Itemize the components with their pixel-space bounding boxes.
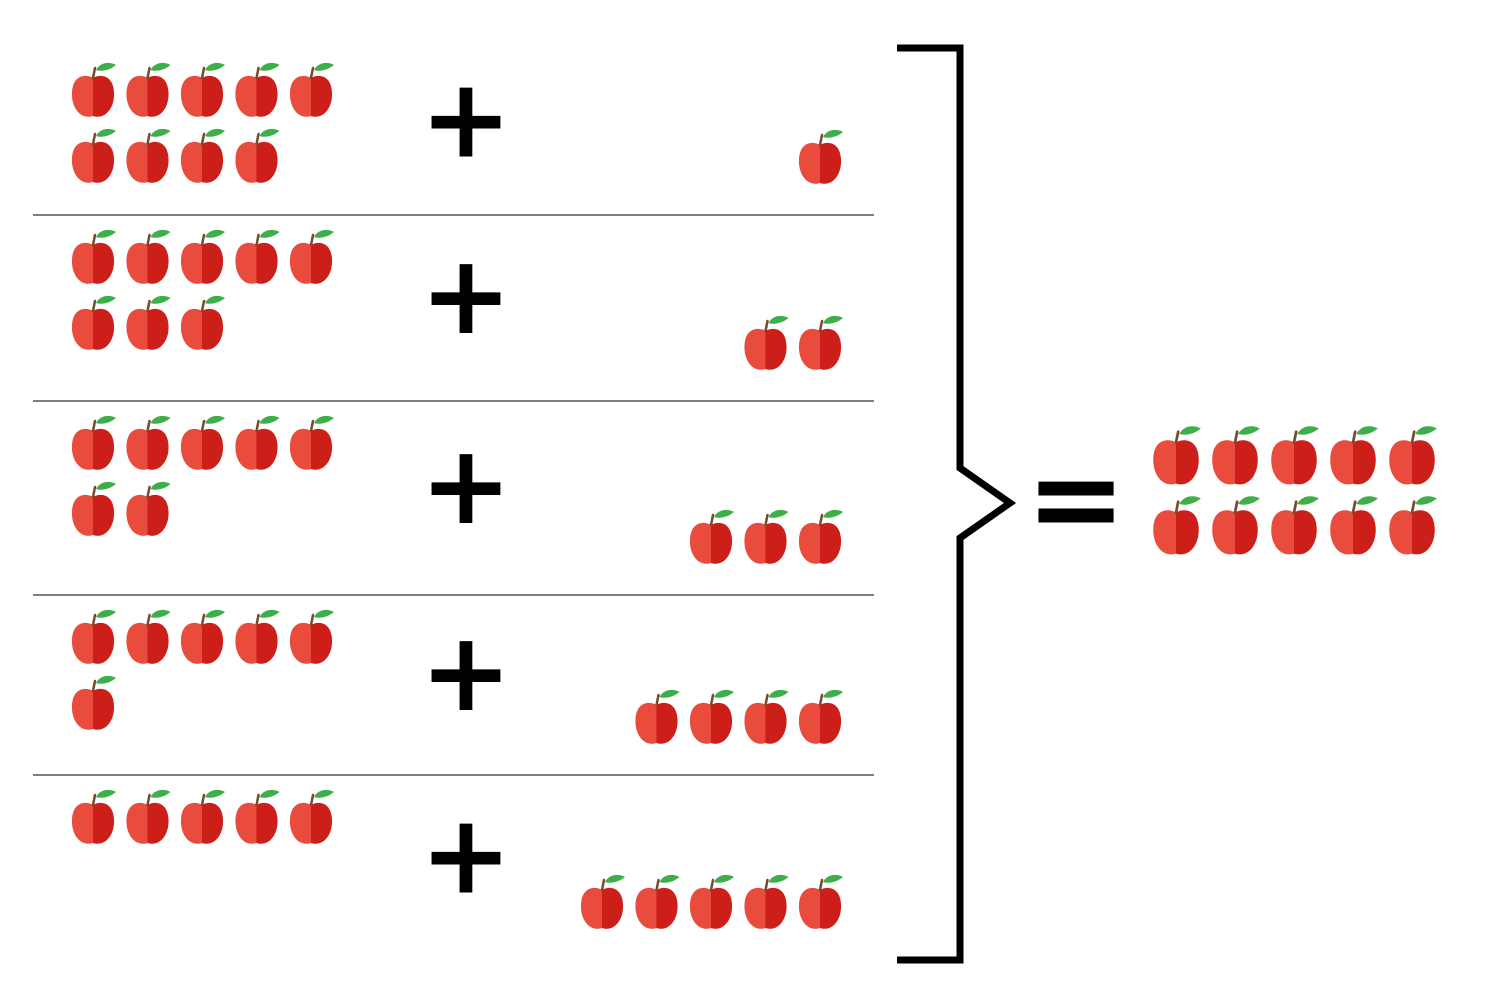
apple-icon (179, 61, 227, 119)
apple-icon (70, 228, 118, 286)
apple-icon (70, 61, 118, 119)
apple-icon (179, 788, 227, 846)
plus-sign: + (420, 608, 512, 736)
apple-icon (1387, 494, 1439, 556)
left-apple-group (70, 608, 336, 732)
apple-icon (288, 788, 336, 846)
apple-icon (288, 228, 336, 286)
apple-icon (1328, 494, 1380, 556)
apple-icon (125, 608, 172, 666)
apple-icon (634, 873, 681, 931)
right-apple-group (797, 128, 845, 186)
apple-icon (125, 127, 172, 185)
apple-icon (1151, 424, 1203, 486)
apple-icon (1210, 424, 1262, 486)
apple-icon (125, 294, 172, 352)
apple-icon (797, 873, 845, 931)
apple-icon (234, 127, 281, 185)
apple-icon (743, 873, 790, 931)
apple-icon (688, 508, 736, 566)
rows-layer: + + + + + (33, 55, 874, 931)
left-apple-group (70, 788, 336, 846)
apple-icon (179, 228, 227, 286)
left-apple-group (70, 61, 336, 185)
apple-icon (1269, 494, 1321, 556)
plus-sign: + (420, 55, 512, 183)
equals-sign: = (1026, 430, 1127, 569)
apple-icon (179, 608, 227, 666)
apple-icon (70, 608, 118, 666)
right-curly-bracket (897, 44, 1017, 964)
apple-icon (797, 314, 845, 372)
apple-icon (234, 788, 281, 846)
apple-icon (1328, 424, 1380, 486)
apple-icon (743, 508, 790, 566)
apple-icon (70, 414, 118, 472)
plus-sign: + (420, 421, 512, 549)
left-apple-group (70, 414, 336, 538)
apple-icon (688, 873, 736, 931)
apple-icon (634, 688, 681, 746)
apple-icon (125, 228, 172, 286)
apple-icon (234, 608, 281, 666)
apple-icon (1151, 494, 1203, 556)
apple-icon (1269, 424, 1321, 486)
apple-icon (743, 314, 790, 372)
equation-row-1: + (33, 55, 874, 216)
apple-icon (797, 508, 845, 566)
apple-icon (234, 61, 281, 119)
apple-icon (234, 414, 281, 472)
apple-icon (70, 788, 118, 846)
apple-icon (70, 480, 118, 538)
bracket-layer (897, 44, 1017, 964)
right-apple-group (743, 314, 845, 372)
apple-icon (179, 414, 227, 472)
equation-row-4: + (33, 608, 874, 776)
apple-icon (743, 688, 790, 746)
apple-icon (70, 127, 118, 185)
apple-icon (288, 61, 336, 119)
equation-row-3: + (33, 414, 874, 596)
apple-icon (70, 294, 118, 352)
apple-icon (1210, 494, 1262, 556)
right-apple-group (634, 688, 845, 746)
apple-icon (797, 688, 845, 746)
right-apple-group (579, 873, 845, 931)
apple-icon (125, 61, 172, 119)
result-apple-group (1151, 424, 1439, 556)
apple-icon (125, 480, 172, 538)
apple-icon (688, 688, 736, 746)
result-layer: = (1026, 424, 1439, 569)
apple-icon (125, 788, 172, 846)
plus-sign: + (420, 791, 512, 919)
apple-icon (288, 414, 336, 472)
right-apple-group (688, 508, 845, 566)
left-apple-group (70, 228, 336, 352)
apple-icon (179, 294, 227, 352)
apple-icon (579, 873, 627, 931)
apple-icon (1387, 424, 1439, 486)
plus-sign: + (420, 231, 512, 359)
apple-icon (179, 127, 227, 185)
apple-icon (234, 228, 281, 286)
apple-icon (288, 608, 336, 666)
apple-icon (70, 674, 118, 732)
apple-icon (125, 414, 172, 472)
equation-row-2: + (33, 228, 874, 402)
apple-icon (797, 128, 845, 186)
equation-row-5: + (70, 788, 845, 931)
